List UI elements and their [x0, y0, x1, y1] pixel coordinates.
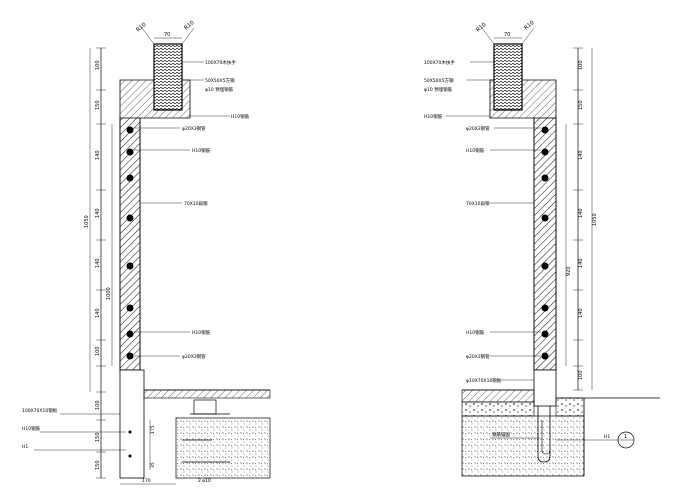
left-label-bolt-b: φ20X3钢管: [182, 353, 206, 360]
bolt-icon: [541, 304, 549, 312]
left-dim-label: 150: [95, 100, 101, 110]
right-dim-label: 100: [578, 370, 584, 380]
right-callout-number: 1: [624, 434, 627, 440]
right-paving: [461, 389, 535, 403]
left-label-base-plate: 100X70X10钢板: [22, 407, 58, 414]
right-dim-label: 140: [578, 308, 584, 318]
left-dim-label: 150: [95, 432, 101, 442]
left-footing: [175, 417, 271, 479]
left-base-dim-rebar: 2 ø10: [198, 478, 211, 484]
bolt-icon: [126, 126, 134, 134]
left-dim-label: 140: [95, 308, 101, 318]
right-label-anchor: 钢筋锚固: [492, 431, 510, 438]
right-dim-label: 140: [578, 150, 584, 160]
right-gravel-right: [555, 397, 585, 417]
right-label-rebar-top: H10钢筋: [424, 113, 443, 120]
left-base-bolt-icon: [128, 430, 132, 434]
right-radius-leader-a: [481, 27, 495, 45]
left-base-post: [119, 369, 145, 479]
right-handrail-cap: [493, 43, 523, 111]
left-side-dim-a: 175: [150, 425, 156, 434]
bolt-icon: [541, 126, 549, 134]
left-total-dim: 1050: [84, 215, 90, 228]
right-anchor-bar-inner: [541, 420, 551, 455]
right-label-hook: φ10 预埋钢筋: [424, 86, 453, 93]
left-dim-label: 100: [95, 60, 101, 70]
left-radius-a: R10: [135, 22, 148, 34]
left-radius-b: R10: [183, 20, 196, 32]
left-label-anchor: H10钢筋: [22, 425, 41, 432]
left-dim-label: 140: [95, 208, 101, 218]
bolt-icon: [126, 330, 134, 338]
left-label-rebar-top: H10钢筋: [231, 113, 250, 120]
left-label-rebar-mid: H10钢筋: [192, 147, 211, 154]
bolt-icon: [541, 148, 549, 156]
left-side-dim-b: 35: [150, 462, 156, 468]
right-label-rebar-mid: H10钢筋: [466, 147, 485, 154]
left-detail: 100 150 140 140 140 140 100 100 150 150 …: [22, 20, 271, 485]
right-anchor-bar: [537, 406, 551, 463]
right-radius-leader-b: [521, 27, 535, 45]
left-dim-label: 140: [95, 258, 101, 268]
left-dim-label: 100: [95, 346, 101, 356]
bolt-icon: [541, 214, 549, 222]
left-top-width: 70: [164, 32, 170, 38]
left-label-h1: H1: [22, 444, 28, 450]
left-label-rebar-low: H10钢筋: [192, 329, 211, 336]
right-dim-label: 140: [578, 208, 584, 218]
right-gravel-left: [461, 401, 535, 417]
left-inner-dim: 1000: [106, 287, 112, 300]
right-radius-b: R10: [523, 20, 536, 32]
right-label-plate: 70X10扁钢: [466, 200, 490, 207]
right-top-width: 70: [504, 32, 510, 38]
left-radius-leader-b: [181, 27, 195, 45]
right-base-post: [533, 369, 557, 407]
left-label-cap: 100X70木扶手: [205, 59, 236, 66]
left-bolts: [126, 126, 134, 360]
right-detail: R10 R10 70 100X70木扶手 50X50X5方钢 φ10 预埋钢筋 …: [424, 20, 660, 477]
bolt-icon: [126, 262, 134, 270]
left-rebars: [182, 439, 230, 463]
right-radius-a: R10: [475, 22, 488, 34]
left-slab: [143, 389, 271, 399]
left-dim-label: 100: [95, 400, 101, 410]
right-footing: [461, 415, 585, 477]
left-base-dim: 170: [142, 478, 151, 484]
bolt-icon: [541, 330, 549, 338]
bolt-icon: [541, 352, 549, 360]
left-dim-label: 150: [95, 460, 101, 470]
bolt-icon: [126, 214, 134, 222]
right-total-dim: 1050: [592, 213, 598, 226]
bolt-icon: [126, 304, 134, 312]
left-handrail-cap: [153, 43, 183, 111]
right-label-base-plate: φ10X70X10钢板: [466, 377, 502, 384]
bolt-icon: [541, 174, 549, 182]
right-bolts: [541, 126, 549, 360]
left-label-hook: φ10 预埋钢筋: [205, 86, 234, 93]
right-label-h1: H1: [604, 434, 610, 440]
left-label-cap-pipe: 50X50X5方钢: [205, 77, 235, 84]
right-label-rebar-low: H10钢筋: [466, 329, 485, 336]
left-dim-label: 140: [95, 150, 101, 160]
left-label-bolt-a: φ20X3钢管: [182, 125, 206, 132]
right-label-bolt-a: φ20X3钢管: [466, 125, 490, 132]
left-label-plate: 70X10扁钢: [184, 200, 208, 207]
right-label-cap: 100X70木扶手: [424, 59, 455, 66]
right-label-bolt-b: φ20X3钢管: [466, 353, 490, 360]
right-dim-label: 100: [578, 60, 584, 70]
right-label-cap-pipe: 50X50X5方钢: [424, 77, 454, 84]
left-radius-leader-a: [141, 27, 155, 45]
right-dim-label: 150: [578, 100, 584, 110]
left-anchor-plate: [193, 399, 217, 415]
bolt-icon: [126, 174, 134, 182]
bolt-icon: [126, 148, 134, 156]
left-base-bolt-icon: [128, 454, 132, 458]
bolt-icon: [541, 262, 549, 270]
bolt-icon: [126, 352, 134, 360]
right-dim-label: 140: [578, 258, 584, 268]
right-inner-dim: 920: [566, 266, 572, 276]
